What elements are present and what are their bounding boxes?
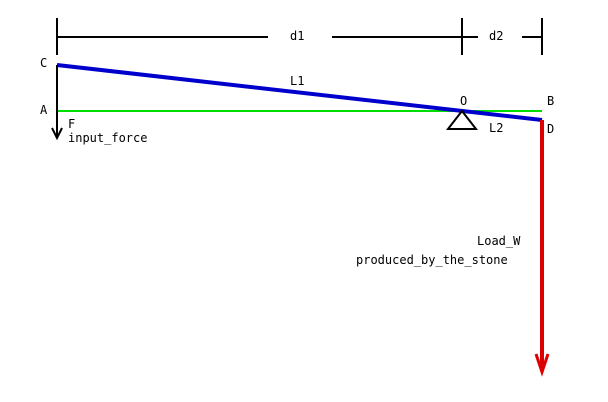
fulcrum-triangle-icon bbox=[445, 109, 479, 130]
load-label-line1: Load_W bbox=[477, 234, 521, 248]
load-arrow bbox=[534, 120, 550, 377]
point-label-c: C bbox=[40, 56, 47, 70]
input-force-symbol: F bbox=[68, 117, 75, 131]
dimension-lines: d1 d2 bbox=[56, 18, 543, 55]
point-label-b: B bbox=[547, 94, 554, 108]
d1-label: d1 bbox=[290, 29, 304, 43]
input-force-arrow bbox=[51, 65, 63, 141]
point-label-a: A bbox=[40, 103, 48, 117]
load-label-line2: produced_by_the_stone bbox=[356, 253, 508, 267]
point-label-o: O bbox=[460, 94, 467, 108]
point-label-d: D bbox=[547, 122, 554, 136]
segment-label-l2: L2 bbox=[489, 121, 503, 135]
input-force-name: input_force bbox=[68, 131, 147, 145]
segment-label-l1: L1 bbox=[290, 74, 304, 88]
d2-label: d2 bbox=[489, 29, 503, 43]
